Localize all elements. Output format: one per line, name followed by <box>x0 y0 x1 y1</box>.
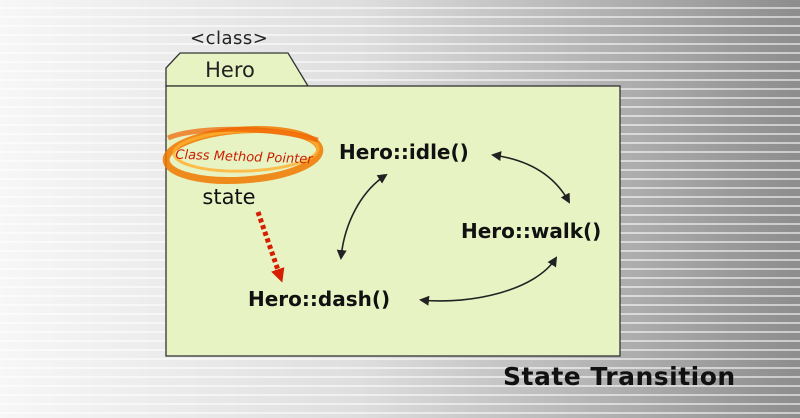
state-field-label: state <box>202 185 256 209</box>
pointer-highlight-swirl <box>162 125 324 185</box>
state-idle: Hero::idle() <box>339 140 469 164</box>
diagram-title: State Transition <box>503 362 736 391</box>
class-stereotype: <class> <box>190 28 269 49</box>
state-walk: Hero::walk() <box>461 219 602 243</box>
state-dash: Hero::dash() <box>248 287 391 311</box>
state-pointer-arrow <box>255 211 285 283</box>
transition-walk-dash <box>419 256 558 306</box>
transition-idle-dash <box>336 173 388 260</box>
class-name: Hero <box>205 58 255 82</box>
transition-idle-walk <box>491 151 570 204</box>
